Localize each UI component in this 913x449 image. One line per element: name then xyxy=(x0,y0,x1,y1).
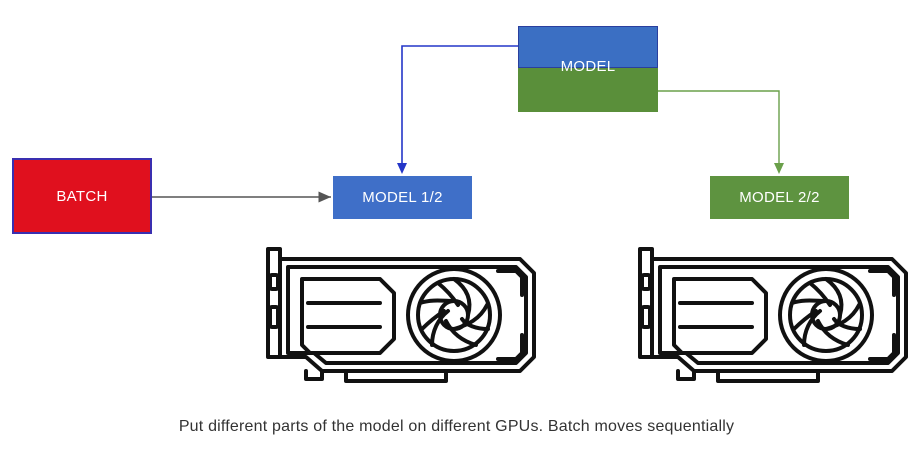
model-half2-label: MODEL 2/2 xyxy=(739,189,820,206)
model-box-bottom-half xyxy=(518,68,658,112)
graphics-card-icon xyxy=(638,247,908,383)
model-label: MODEL xyxy=(560,58,616,75)
model-half1-box: MODEL 1/2 xyxy=(333,176,472,219)
model-half2-box: MODEL 2/2 xyxy=(710,176,849,219)
batch-box: BATCH xyxy=(12,158,152,234)
model-box-top-half xyxy=(518,26,658,68)
diagram-caption: Put different parts of the model on diff… xyxy=(178,418,735,435)
model-to-model1-arrow xyxy=(401,45,518,165)
model-to-model2-arrow xyxy=(658,90,780,165)
batch-label: BATCH xyxy=(56,187,108,205)
model-box: MODEL xyxy=(518,26,658,112)
model-half1-label: MODEL 1/2 xyxy=(362,189,443,206)
graphics-card-icon xyxy=(266,247,536,383)
